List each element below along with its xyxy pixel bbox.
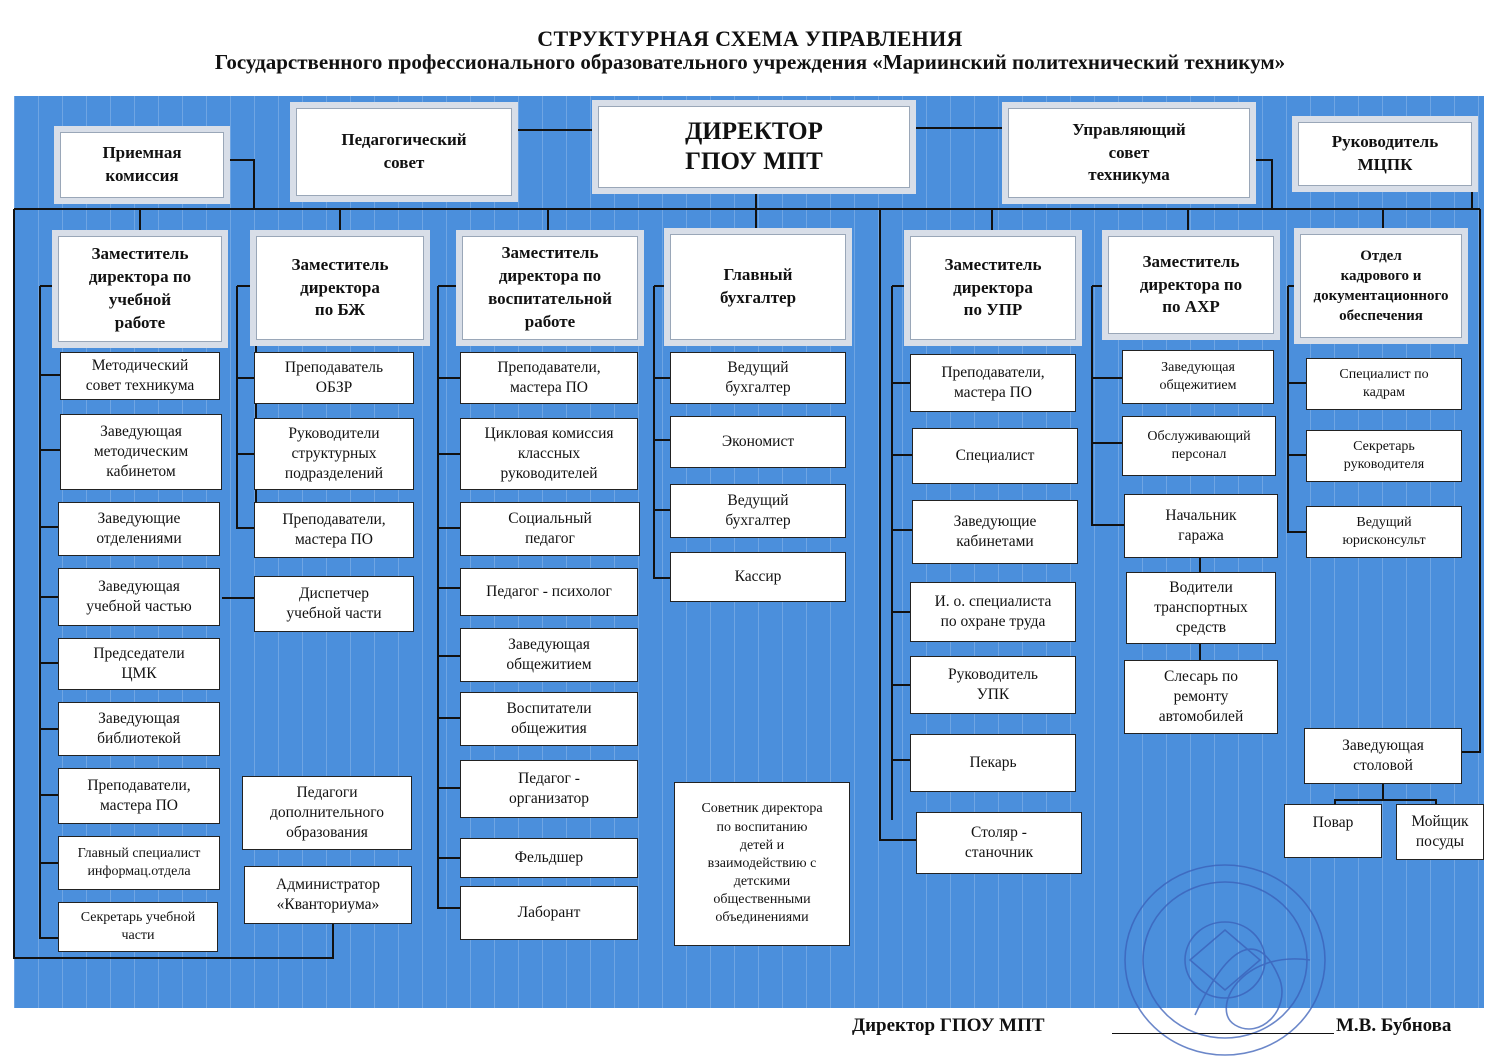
cmk-chairs-box: Председатели ЦМК (58, 638, 220, 690)
economist-box: Экономист (670, 416, 846, 468)
admission-committee-box: Приемная комиссия (60, 132, 224, 198)
legal-counsel-box: Ведущий юрисконсульт (1306, 506, 1462, 558)
diagram-subtitle: Государственного профессионального образ… (214, 50, 1286, 74)
service-staff-box: Обслуживающий персонал (1122, 416, 1276, 476)
hr-specialist-box: Специалист по кадрам (1306, 358, 1462, 410)
drivers-box: Водители транспортных средств (1126, 572, 1276, 644)
secretary-box: Секретарь руководителя (1306, 430, 1462, 482)
unit-heads-box: Руководители структурных подразделений (254, 418, 414, 490)
department-heads-box: Заведующие отделениями (58, 502, 220, 556)
paramedic-box: Фельдшер (460, 838, 638, 878)
chief-accountant-box: Главный бухгалтер (670, 234, 846, 340)
deputy-academic-box: Заместитель директора по учебной работе (58, 236, 222, 342)
lead-accountant-1-box: Ведущий бухгалтер (670, 352, 846, 404)
pedagogue-organizer-box: Педагог - организатор (460, 760, 638, 818)
mcpk-head-box: Руководитель МЦПК (1298, 122, 1472, 186)
cook-box: Повар (1284, 804, 1382, 858)
library-head-box: Заведующая библиотекой (58, 702, 220, 756)
cashier-box: Кассир (670, 552, 846, 602)
director-advisor-box: Советник директора по воспитанию детей и… (674, 782, 850, 946)
official-stamp (1124, 864, 1326, 1056)
pedagogical-council-box: Педагогический совет (296, 108, 512, 196)
signature-label: Директор ГПОУ МПТ (852, 1015, 1045, 1036)
mechanic-box: Слесарь по ремонту автомобилей (1124, 660, 1278, 734)
class-teachers-commission-box: Цикловая комиссия классных руководителей (460, 418, 638, 490)
teachers-c3-box: Преподаватели, мастера ПО (460, 352, 638, 404)
teachers-c1-box: Преподаватели, мастера ПО (58, 768, 220, 824)
lab-assistant-box: Лаборант (460, 886, 638, 940)
dormitory-head-c6-box: Заведующая общежитием (1122, 350, 1274, 404)
deputy-ahr-box: Заместитель директора по по АХР (1108, 236, 1274, 334)
kvantorium-admin-box: Администратор «Кванториума» (244, 866, 412, 924)
office-heads-box: Заведующие кабинетами (912, 500, 1078, 564)
signature-name: М.В. Бубнова (1336, 1015, 1452, 1036)
specialist-box: Специалист (912, 428, 1078, 484)
hr-department-box: Отдел кадрового и документационного обес… (1300, 234, 1462, 338)
labor-safety-specialist-box: И. о. специалиста по охране труда (910, 582, 1076, 642)
deputy-upbringing-box: Заместитель директора по воспитательной … (462, 236, 638, 340)
signature-line (1112, 1033, 1334, 1034)
social-pedagogue-box: Социальный педагог (460, 502, 640, 556)
canteen-head-box: Заведующая столовой (1304, 728, 1462, 784)
academic-secretary-box: Секретарь учебной части (58, 902, 218, 952)
obzr-teacher-box: Преподаватель ОБЗР (254, 352, 414, 404)
academic-office-head-box: Заведующая учебной частью (58, 568, 220, 626)
garage-head-box: Начальник гаража (1124, 494, 1278, 558)
chief-info-specialist-box: Главный специалист информац.отдела (58, 836, 220, 890)
additional-education-teachers-box: Педагоги дополнительного образования (242, 776, 412, 850)
lead-accountant-2-box: Ведущий бухгалтер (670, 484, 846, 538)
upk-head-box: Руководитель УПК (910, 656, 1076, 714)
governing-council-box: Управляющий совет техникума (1008, 108, 1250, 198)
deputy-safety-box: Заместитель директора по БЖ (256, 236, 424, 340)
methodical-council-box: Методический совет техникума (60, 352, 220, 400)
teachers-c2-box: Преподаватели, мастера ПО (254, 502, 414, 558)
diagram-title: СТРУКТУРНАЯ СХЕМА УПРАВЛЕНИЯ (537, 26, 963, 51)
joiner-box: Столяр - станочник (916, 812, 1082, 874)
dishwasher-box: Мойщик посуды (1396, 804, 1484, 860)
director-box: ДИРЕКТОР ГПОУ МПТ (598, 106, 910, 188)
deputy-upr-box: Заместитель директора по УПР (910, 236, 1076, 340)
dormitory-head-c3-box: Заведующая общежитием (460, 628, 638, 682)
baker-box: Пекарь (910, 734, 1076, 792)
dormitory-educators-box: Воспитатели общежития (460, 692, 638, 746)
dispatcher-box: Диспетчер учебной части (254, 576, 414, 632)
psychologist-box: Педагог - психолог (460, 568, 638, 616)
teachers-c5-box: Преподаватели, мастера ПО (910, 354, 1076, 412)
methodical-office-head-box: Заведующая методическим кабинетом (60, 414, 222, 490)
